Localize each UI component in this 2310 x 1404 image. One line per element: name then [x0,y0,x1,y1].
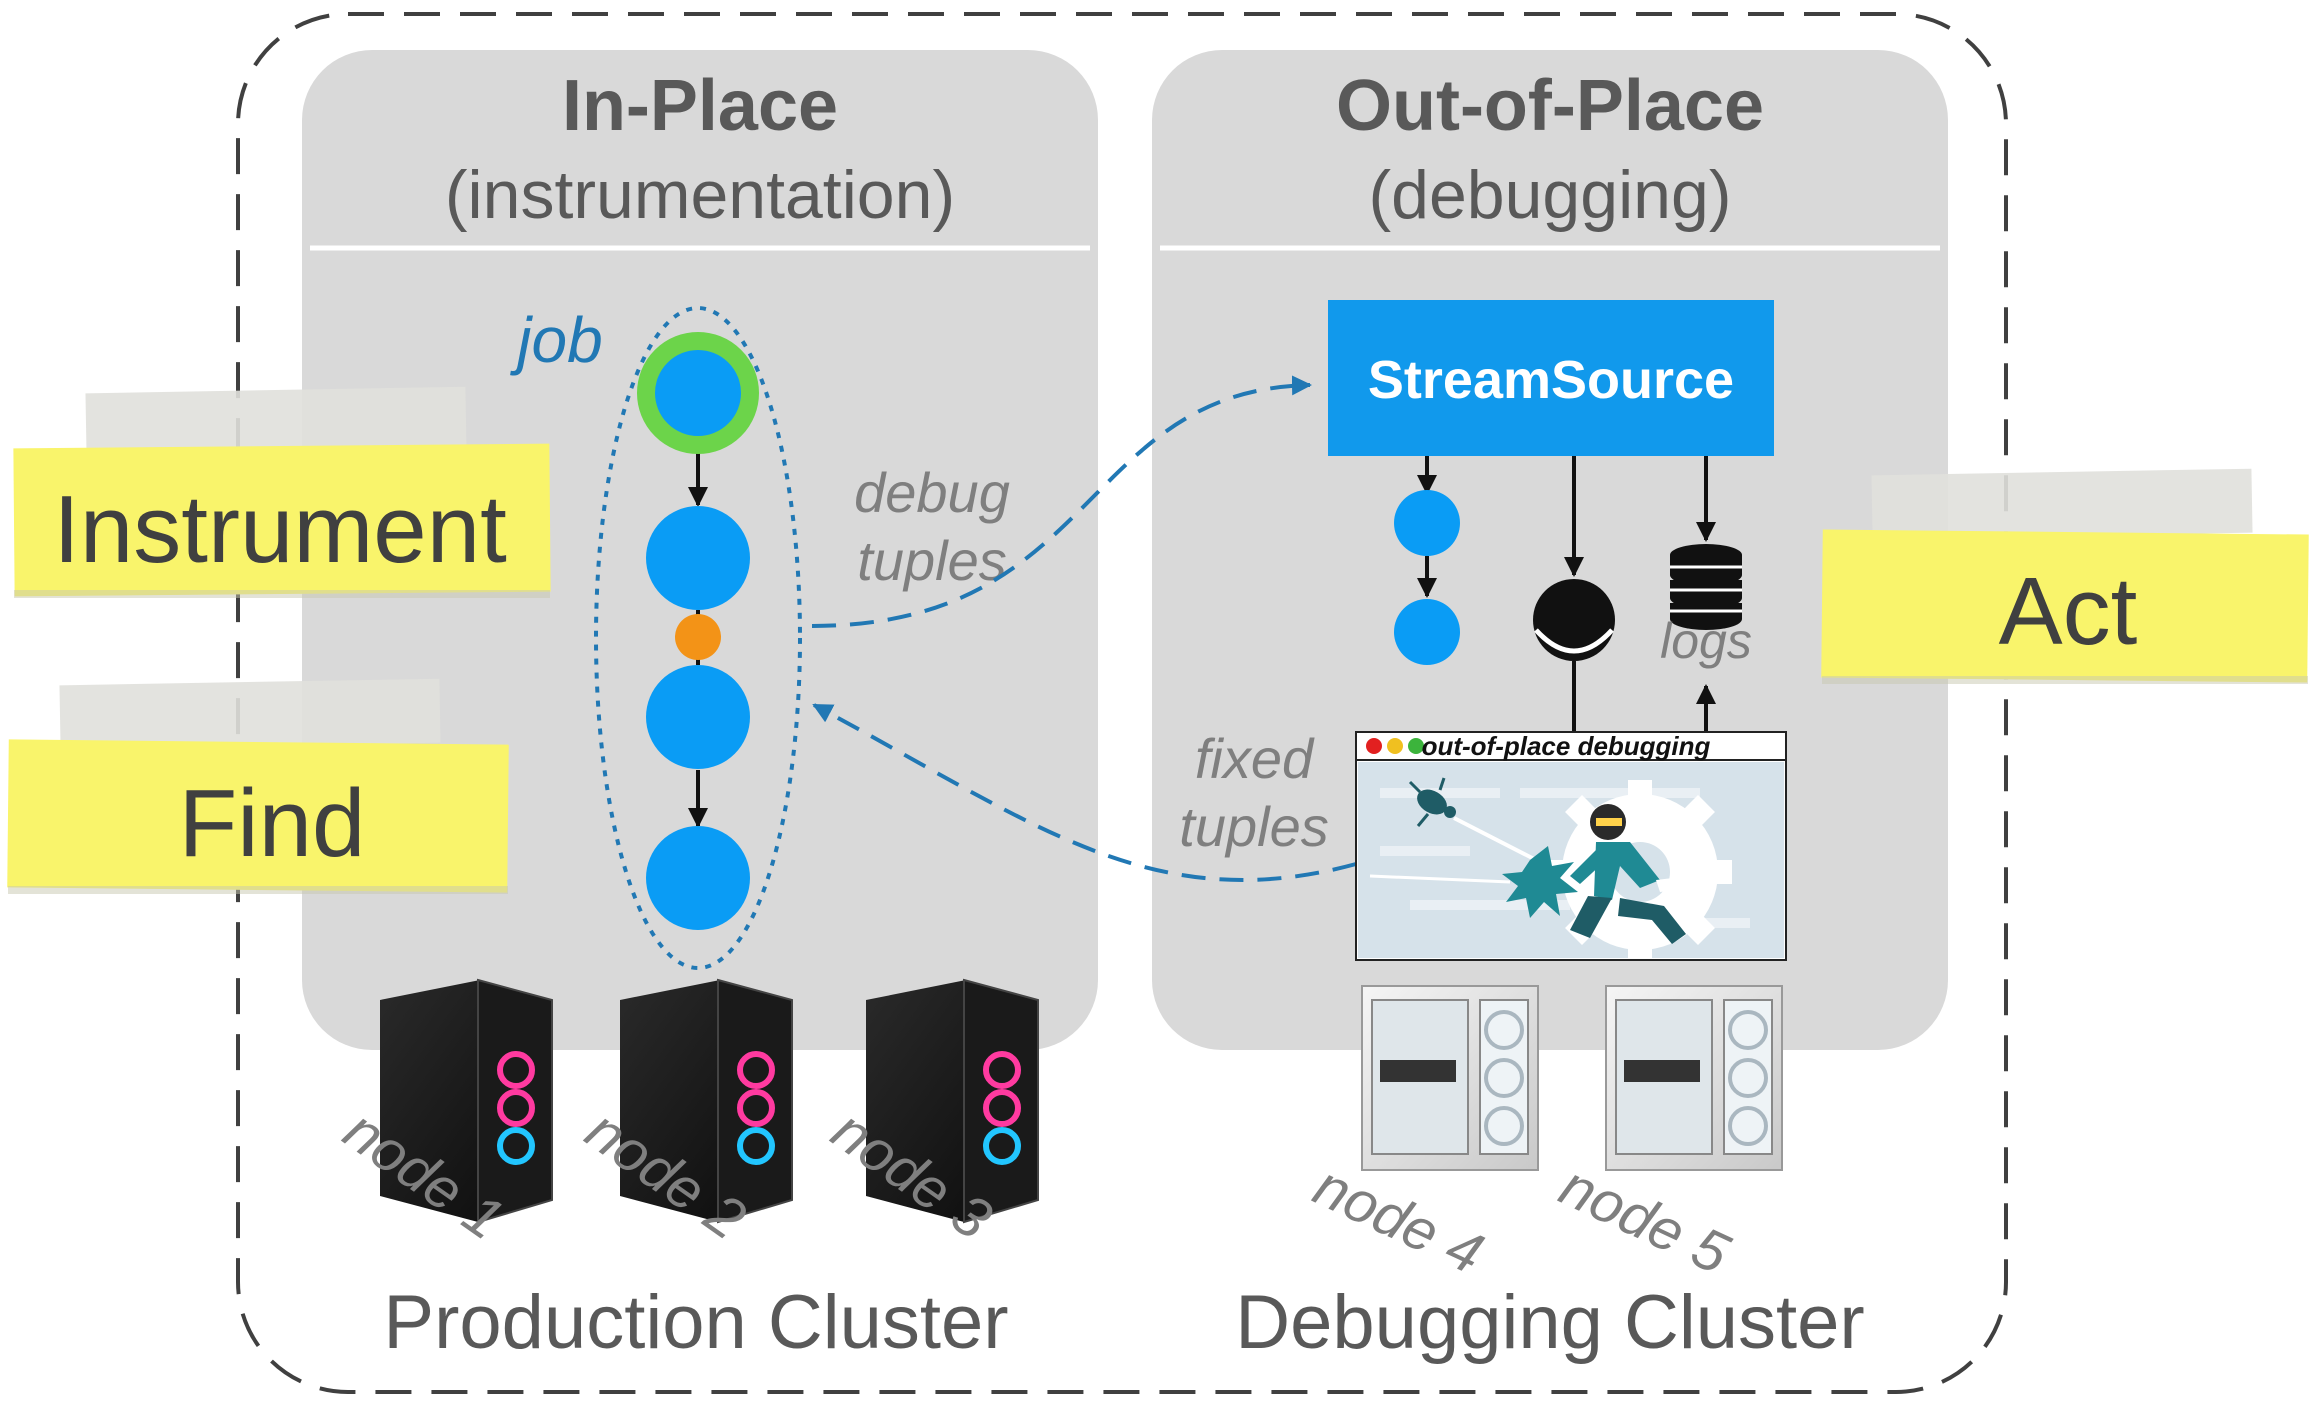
node-4-pc-icon [1361,985,1539,1171]
operator-node-2 [646,506,750,610]
in-place-subtitle: (instrumentation) [445,157,955,233]
window-close-dot [1366,738,1382,754]
sticky-act: Act [1821,468,2309,684]
out-of-place-subtitle: (debugging) [1369,157,1732,233]
job-boundary [594,306,802,970]
debugging-window: out-of-place debugging [1355,731,1787,961]
in-place-title: In-Place [562,66,838,146]
debug-tuples-line1: debug [854,461,1010,524]
fixed-tuples-line1: fixed [1195,727,1315,790]
logs-label: logs [1660,613,1752,669]
fixed-tuples-line2: tuples [1179,795,1328,858]
source-ring [637,332,759,454]
stream-source-box [1328,300,1774,456]
job-label: job [509,304,602,376]
stream-source-label: StreamSource [1368,350,1734,410]
node-3-pc-icon [866,978,1039,1224]
operator-node-4 [646,826,750,930]
database-icon [1670,544,1742,630]
sticky-find: Find [7,678,509,894]
node-2-pc-icon [620,978,793,1224]
window-maximize-dot [1408,738,1424,754]
laser-trail [1369,874,1511,884]
failure-node [675,614,721,660]
operator-node-3 [646,665,750,769]
replay-node-2 [1394,599,1460,665]
out-of-place-title: Out-of-Place [1336,66,1764,146]
debug-tuples-flow [811,375,1312,628]
node-4-label: node 4 [1305,1153,1493,1287]
sticky-find-label: Find [179,770,366,877]
debug-tuples-line2: tuples [857,529,1006,592]
node-1-pc-icon [380,978,553,1224]
node-5-pc-icon [1605,985,1783,1171]
bug-icon [1408,777,1456,827]
splash-icon [1502,846,1578,918]
window-minimize-dot [1387,738,1403,754]
production-cluster-label: Production Cluster [383,1280,1008,1365]
replay-node-1 [1394,490,1460,556]
debugging-window-title: out-of-place debugging [1422,731,1711,761]
laser-beam [1453,816,1541,864]
breakpoint-icon [1533,579,1615,661]
debugger-person-icon [1570,804,1694,944]
sticky-instrument-label: Instrument [53,476,507,583]
sticky-instrument: Instrument [13,386,551,598]
fixed-tuples-flow [812,703,1357,883]
debugging-cluster-label: Debugging Cluster [1235,1280,1865,1365]
sticky-act-label: Act [1999,558,2138,665]
node-5-label: node 5 [1551,1153,1740,1287]
